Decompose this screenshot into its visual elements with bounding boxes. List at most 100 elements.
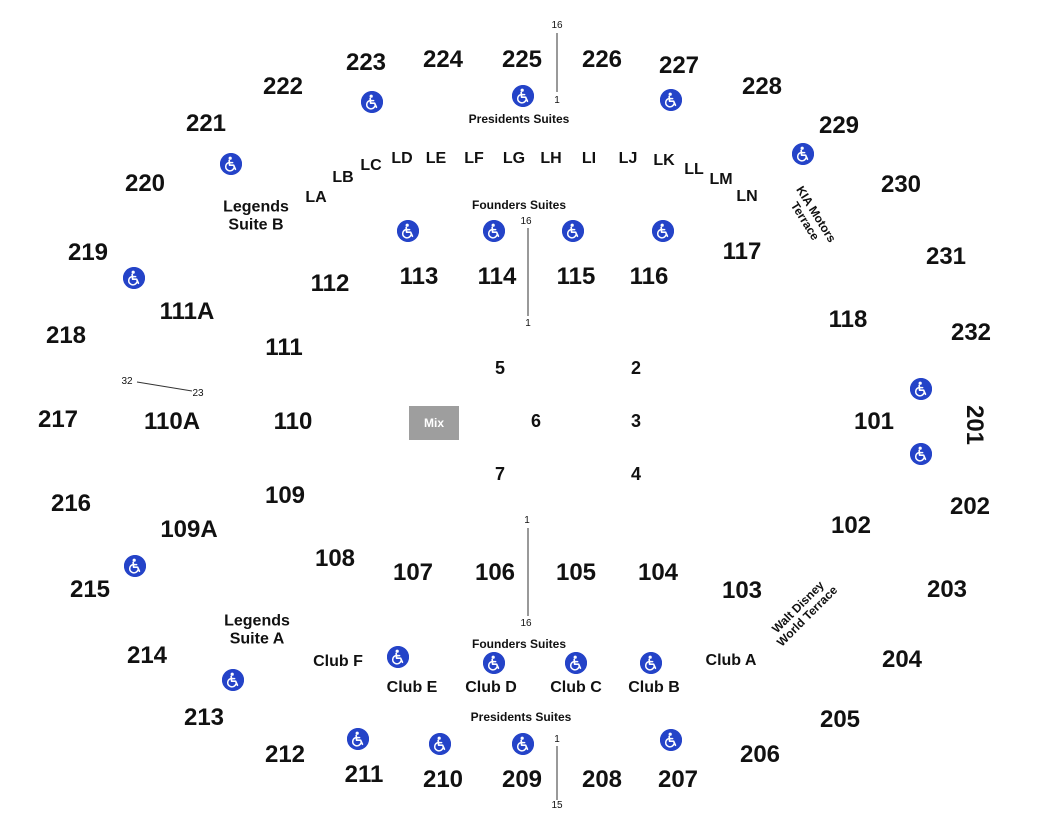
mix-box: Mix [409, 406, 459, 440]
loge-lk[interactable]: LK [653, 152, 675, 169]
section-105[interactable]: 105 [555, 559, 597, 586]
section-228[interactable]: 228 [741, 73, 783, 100]
presidents-suites-bottom[interactable]: Presidents Suites [470, 710, 572, 724]
section-227[interactable]: 227 [658, 52, 700, 79]
section-101[interactable]: 101 [853, 408, 895, 435]
section-109a[interactable]: 109A [160, 516, 218, 543]
loge-lh[interactable]: LH [540, 150, 562, 167]
section-110a[interactable]: 110A [143, 408, 201, 435]
section-104[interactable]: 104 [637, 559, 679, 586]
section-107[interactable]: 107 [392, 559, 434, 586]
loge-ln[interactable]: LN [736, 188, 758, 205]
presidents-suites-top[interactable]: Presidents Suites [468, 112, 570, 126]
section-111a[interactable]: 111A [159, 298, 215, 325]
section-103[interactable]: 103 [721, 577, 763, 604]
wheelchair-icon [397, 220, 419, 242]
section-214[interactable]: 214 [126, 642, 168, 669]
section-232[interactable]: 232 [950, 319, 992, 346]
section-211[interactable]: 211 [344, 761, 384, 788]
section-109[interactable]: 109 [264, 482, 306, 509]
section-118[interactable]: 118 [828, 306, 868, 333]
legends-suite-b-line2: Suite B [228, 217, 284, 234]
section-205[interactable]: 205 [819, 706, 861, 733]
floor-section-5[interactable]: 5 [494, 358, 506, 378]
section-117[interactable]: 117 [722, 238, 762, 265]
section-230[interactable]: 230 [880, 171, 922, 198]
section-223[interactable]: 223 [345, 49, 387, 76]
section-217[interactable]: 217 [37, 406, 79, 433]
floor-section-7[interactable]: 7 [494, 464, 506, 484]
section-108[interactable]: 108 [314, 545, 356, 572]
floor-section-3[interactable]: 3 [630, 411, 642, 431]
wheelchair-icon [640, 652, 662, 674]
section-106[interactable]: 106 [474, 559, 516, 586]
section-114[interactable]: 114 [477, 263, 517, 290]
section-111[interactable]: 111 [265, 334, 303, 361]
section-208[interactable]: 208 [581, 766, 623, 793]
wheelchair-icon [660, 89, 682, 111]
section-224[interactable]: 224 [422, 46, 464, 73]
section-221[interactable]: 221 [185, 110, 227, 137]
loge-lj[interactable]: LJ [618, 150, 638, 167]
section-222[interactable]: 222 [262, 73, 304, 100]
section-216[interactable]: 216 [50, 490, 92, 517]
section-231[interactable]: 231 [925, 243, 967, 270]
loge-lm[interactable]: LM [709, 171, 733, 188]
club-e[interactable]: Club E [386, 679, 438, 696]
section-225[interactable]: 225 [501, 46, 543, 73]
section-203[interactable]: 203 [926, 576, 968, 603]
legends-suite-a[interactable]: Legends Suite A [224, 613, 290, 650]
section-204[interactable]: 204 [881, 646, 923, 673]
section-218[interactable]: 218 [45, 322, 87, 349]
section-113[interactable]: 113 [399, 263, 439, 290]
section-206[interactable]: 206 [739, 741, 781, 768]
row-number: 16 [551, 20, 563, 31]
floor-section-6[interactable]: 6 [530, 411, 542, 431]
section-112[interactable]: 112 [310, 270, 350, 297]
section-110[interactable]: 110 [273, 408, 313, 435]
wheelchair-icon [387, 646, 409, 668]
section-201[interactable]: 201 [961, 404, 988, 446]
founders-suites-top[interactable]: Founders Suites [471, 198, 567, 212]
legends-suite-b[interactable]: Legends Suite B [223, 199, 289, 236]
loge-lg[interactable]: LG [502, 150, 526, 167]
wheelchair-icon [512, 85, 534, 107]
club-c[interactable]: Club C [550, 679, 602, 696]
loge-lb[interactable]: LB [332, 169, 354, 186]
club-a[interactable]: Club A [705, 652, 757, 669]
section-226[interactable]: 226 [581, 46, 623, 73]
floor-section-4[interactable]: 4 [630, 464, 642, 484]
section-220[interactable]: 220 [124, 170, 166, 197]
wheelchair-icon [483, 220, 505, 242]
loge-le[interactable]: LE [425, 150, 447, 167]
section-210[interactable]: 210 [422, 766, 464, 793]
wheelchair-icon [361, 91, 383, 113]
wheelchair-icon [910, 378, 932, 400]
section-202[interactable]: 202 [949, 493, 991, 520]
section-207[interactable]: 207 [657, 766, 699, 793]
section-116[interactable]: 116 [629, 263, 669, 290]
club-b[interactable]: Club B [628, 679, 680, 696]
section-213[interactable]: 213 [183, 704, 225, 731]
loge-ld[interactable]: LD [391, 150, 413, 167]
section-212[interactable]: 212 [264, 741, 306, 768]
section-102[interactable]: 102 [830, 512, 872, 539]
founders-suites-bottom[interactable]: Founders Suites [471, 637, 567, 651]
section-209[interactable]: 209 [501, 766, 543, 793]
section-215[interactable]: 215 [69, 576, 111, 603]
section-115[interactable]: 115 [556, 263, 596, 290]
loge-lf[interactable]: LF [464, 150, 484, 167]
loge-la[interactable]: LA [305, 189, 327, 206]
wheelchair-icon [565, 652, 587, 674]
wheelchair-icon [222, 669, 244, 691]
loge-ll[interactable]: LL [684, 161, 704, 178]
club-f[interactable]: Club F [313, 653, 363, 670]
floor-section-2[interactable]: 2 [630, 358, 642, 378]
section-229[interactable]: 229 [818, 112, 860, 139]
loge-li[interactable]: LI [581, 150, 597, 167]
club-d[interactable]: Club D [465, 679, 517, 696]
wheelchair-icon [124, 555, 146, 577]
loge-lc[interactable]: LC [360, 157, 382, 174]
section-219[interactable]: 219 [67, 239, 109, 266]
wheelchair-icon [652, 220, 674, 242]
